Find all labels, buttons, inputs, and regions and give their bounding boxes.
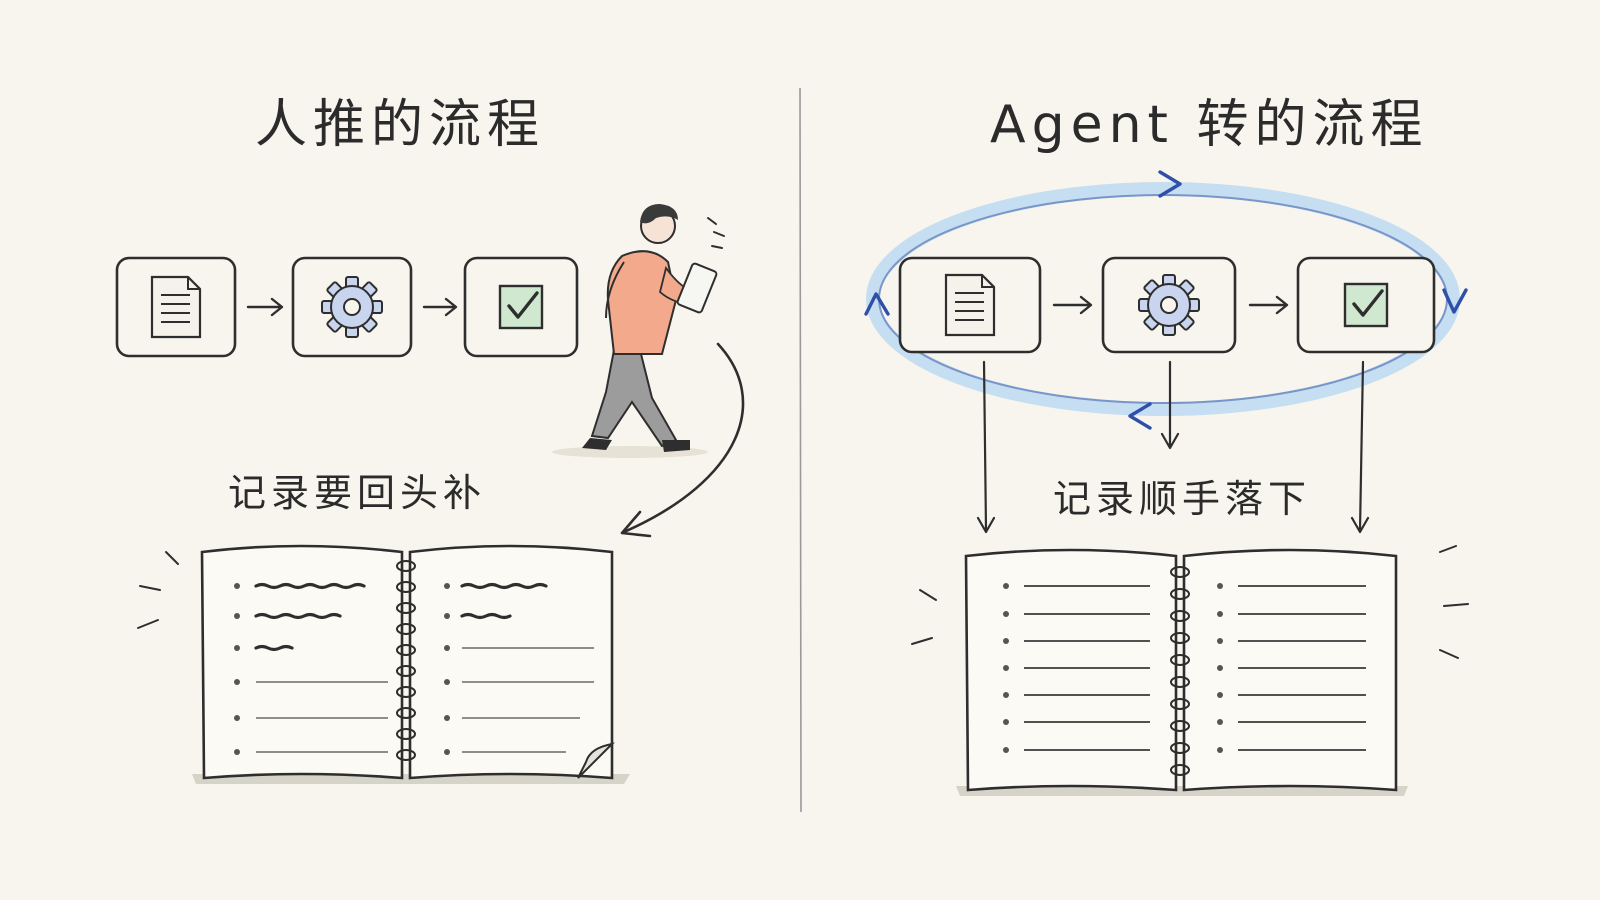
document-icon [944, 273, 996, 337]
left-flow-arrow-2 [422, 297, 458, 317]
left-panel-title: 人推的流程 [255, 95, 546, 155]
walking-person-figure [552, 204, 725, 458]
gear-icon [321, 276, 383, 338]
checkbox-icon [498, 284, 544, 330]
record-drop-arrows [976, 360, 1370, 534]
right-notebook-caption: 记录顺手落下 [1053, 477, 1312, 521]
agent-cycle-loop [864, 170, 1468, 430]
right-flow-arrow-2 [1248, 295, 1289, 315]
right-process-steps [898, 256, 1436, 354]
right-flow-arrow-1 [1052, 295, 1093, 315]
right-notebook [911, 545, 1469, 796]
left-notebook-caption: 记录要回头补 [228, 471, 487, 515]
gear-icon [1138, 274, 1200, 336]
right-panel-title: Agent 转的流程 [990, 95, 1429, 155]
left-notebook [137, 544, 630, 784]
loop-arrow-bottom [1128, 402, 1152, 430]
loop-arrow-right [1442, 288, 1468, 314]
loop-arrow-top [1158, 170, 1182, 198]
loop-arrow-left [864, 292, 890, 316]
left-process-steps [115, 256, 579, 358]
checkbox-icon [1343, 282, 1389, 328]
document-icon [150, 275, 202, 339]
left-curved-arrow [622, 342, 745, 534]
panel-divider [799, 87, 802, 813]
left-flow-arrow-1 [246, 297, 284, 317]
